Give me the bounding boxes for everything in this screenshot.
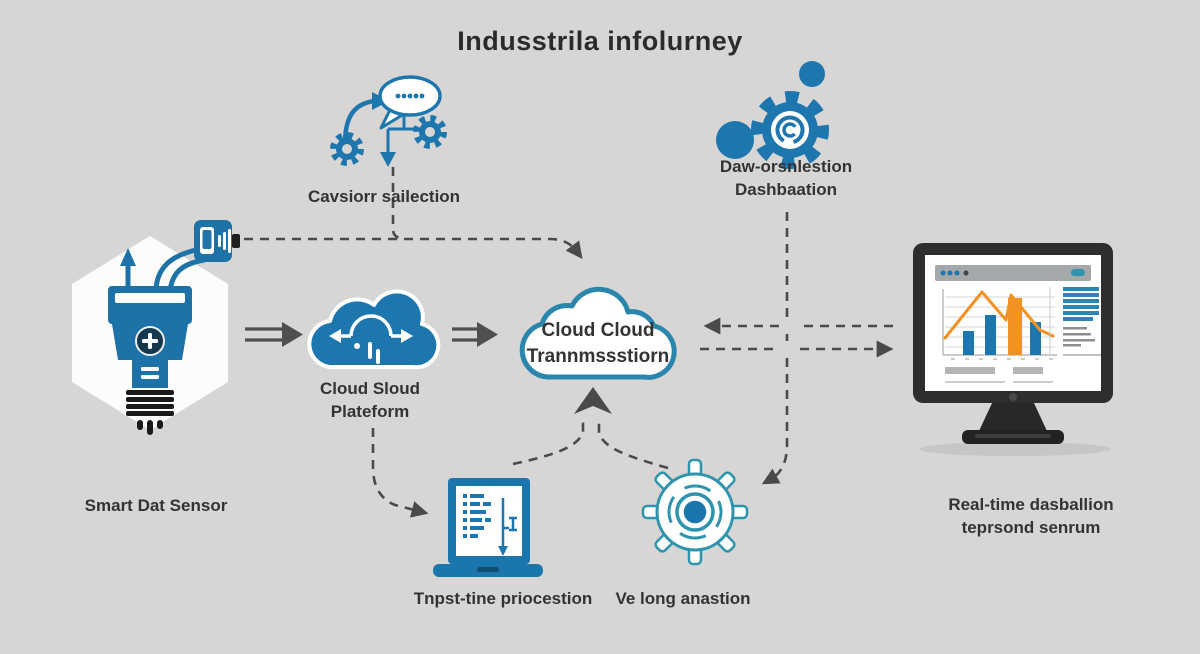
flow-arrowhead-2 (477, 322, 498, 347)
analysis-label: Ve long anastion (615, 589, 751, 608)
cloud-platform-label-line2: Plateform (330, 402, 410, 421)
dashboard-label-line1: Real-time dasballion (948, 495, 1114, 514)
plug-body (108, 286, 192, 435)
mini-bar-chart (942, 289, 1057, 360)
laptop-code-icon (433, 478, 543, 577)
transmitter-device (194, 220, 240, 262)
side-panel (1049, 287, 1101, 356)
diagram-title: Indusstrila infolurney (457, 26, 743, 56)
desktop-monitor-analytics-icon (913, 243, 1113, 456)
flow-arrowhead-1 (282, 322, 303, 347)
dashboard-label: Real-time dasballion teprsond senrum (901, 493, 1161, 539)
edge-gear-to-cloud (597, 417, 669, 470)
edge-orchestration-to-gear (764, 212, 789, 483)
cloud-sync-icon (307, 289, 441, 370)
cloud-platform-label: Cloud Sloud Plateform (240, 377, 500, 423)
cloud-transmission-label-line1: Cloud Cloud (541, 320, 655, 341)
cloud-transmission-label-line2: Trannmssstiorn (526, 346, 670, 367)
edge-decision-join (391, 167, 403, 240)
cloud-outline-icon (519, 286, 677, 380)
edge-laptop-to-cloud (512, 417, 585, 466)
flow-arrow-2 (452, 327, 477, 342)
edge-processing-label: Tnpst-tine priocestion (413, 589, 593, 608)
smart-plug-hexagon-icon (72, 220, 240, 435)
outlined-gear-icon (641, 458, 749, 566)
cloud-transmission-label: Cloud Cloud Trannmssstiorn (512, 318, 684, 370)
sensor-label: Smart Dat Sensor (84, 496, 228, 515)
decision-label: Cavsiorr sailection (307, 187, 461, 206)
gear-small-right (413, 115, 447, 149)
orchestration-label-line2: Dashbaation (734, 180, 838, 199)
up-arrowhead (574, 387, 612, 414)
gear-copyright-circles-icon (716, 61, 829, 169)
browser-bar (935, 265, 1091, 281)
edge-platform-to-laptop (371, 428, 429, 518)
flow-arrow-1 (245, 327, 282, 342)
cloud-platform-label-line1: Cloud Sloud (319, 379, 421, 398)
gears-with-speech-bubble-icon (330, 75, 447, 167)
orchestration-label: Daw-orsnlestion Dashbaation (656, 155, 916, 201)
orchestration-label-line1: Daw-orsnlestion (719, 157, 853, 176)
gear-small-left (330, 132, 364, 166)
edge-sensor-to-cloud (244, 237, 583, 260)
dashboard-label-line2: teprsond senrum (961, 518, 1101, 537)
